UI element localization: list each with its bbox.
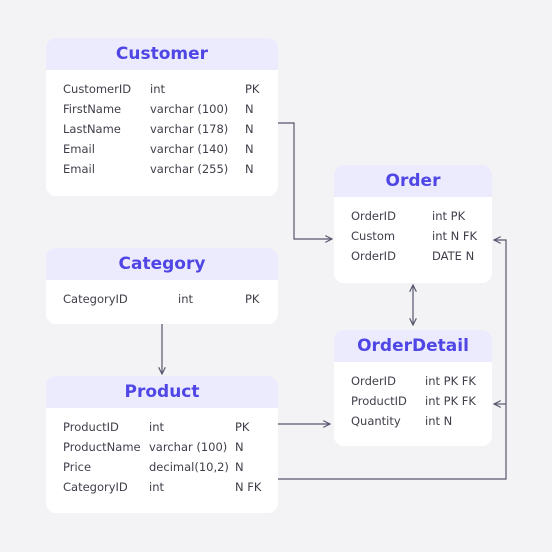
table-row: ProductID int PK <box>46 417 278 437</box>
column-type: decimal(10,2) <box>149 460 229 474</box>
column-name: Email <box>63 162 95 176</box>
column-key: N <box>245 162 254 176</box>
table-row: ProductID int PK FK <box>334 391 492 411</box>
table-orderdetail[interactable]: OrderDetail OrderID int PK FK ProductID in… <box>334 330 492 446</box>
table-columns: OrderID int PK Custom int N FK OrderID DATE… <box>334 197 492 266</box>
column-name: FirstName <box>63 102 122 116</box>
column-type: int <box>178 292 193 306</box>
column-name: OrderID <box>351 209 396 223</box>
column-name: Custom <box>351 229 396 243</box>
column-key: N FK <box>235 480 262 494</box>
column-name: Email <box>63 142 95 156</box>
table-row: CustomerID int PK <box>46 79 278 99</box>
table-columns: ProductID int PK ProductName varchar (100) N… <box>46 408 278 497</box>
table-row: Quantity int N <box>334 411 492 431</box>
table-title: Category <box>46 248 278 280</box>
column-name: ProductID <box>351 394 407 408</box>
table-row: OrderID int PK FK <box>334 371 492 391</box>
column-key: N <box>235 440 244 454</box>
column-name: ProductID <box>63 420 119 434</box>
table-title: OrderDetail <box>334 330 492 362</box>
table-row: Price decimal(10,2) N <box>46 457 278 477</box>
column-type: varchar (140) <box>150 142 229 156</box>
column-type: int N <box>425 414 453 428</box>
table-category[interactable]: Category CategoryID int PK <box>46 248 278 324</box>
column-type: varchar (255) <box>150 162 229 176</box>
column-name: Price <box>63 460 92 474</box>
column-name: CategoryID <box>63 292 128 306</box>
column-name: CategoryID <box>63 480 128 494</box>
column-type: int PK FK <box>425 394 476 408</box>
column-type: int <box>149 480 164 494</box>
column-name: LastName <box>63 122 121 136</box>
column-key: PK <box>245 82 260 96</box>
column-name: OrderID <box>351 374 396 388</box>
table-row: OrderID int PK <box>334 206 492 226</box>
column-type: int <box>150 82 165 96</box>
column-name: ProductName <box>63 440 141 454</box>
column-type: DATE N <box>432 249 475 263</box>
table-customer[interactable]: Customer CustomerID int PK FirstName varcha… <box>46 38 278 196</box>
table-title: Product <box>46 376 278 408</box>
table-row: Custom int N FK <box>334 226 492 246</box>
column-name: Quantity <box>351 414 401 428</box>
table-row: CategoryID int PK <box>46 289 278 309</box>
table-order[interactable]: Order OrderID int PK Custom int N FK Order… <box>334 165 492 283</box>
table-row: OrderID DATE N <box>334 246 492 266</box>
table-product[interactable]: Product ProductID int PK ProductName varcha… <box>46 376 278 513</box>
column-key: N <box>245 102 254 116</box>
table-columns: CategoryID int PK <box>46 280 278 309</box>
table-row: Email varchar (255) N <box>46 159 278 179</box>
column-name: OrderID <box>351 249 396 263</box>
column-key: N <box>245 142 254 156</box>
connector-product-order <box>278 240 507 480</box>
table-title: Customer <box>46 38 278 70</box>
column-type: varchar (100) <box>150 102 229 116</box>
table-row: LastName varchar (178) N <box>46 119 278 139</box>
table-title: Order <box>334 165 492 197</box>
column-name: CustomerID <box>63 82 132 96</box>
column-type: int N FK <box>432 229 478 243</box>
table-row: CategoryID int N FK <box>46 477 278 497</box>
table-row: FirstName varchar (100) N <box>46 99 278 119</box>
table-row: Email varchar (140) N <box>46 139 278 159</box>
column-type: varchar (178) <box>150 122 229 136</box>
column-type: int PK FK <box>425 374 476 388</box>
column-type: int PK <box>432 209 466 223</box>
column-key: N <box>235 460 244 474</box>
table-columns: OrderID int PK FK ProductID int PK FK Quan… <box>334 362 492 431</box>
column-key: PK <box>245 292 260 306</box>
column-key: N <box>245 122 254 136</box>
column-key: PK <box>235 420 250 434</box>
column-type: varchar (100) <box>149 440 228 454</box>
column-type: int <box>149 420 164 434</box>
connector-customer-order <box>278 122 332 239</box>
table-row: ProductName varchar (100) N <box>46 437 278 457</box>
